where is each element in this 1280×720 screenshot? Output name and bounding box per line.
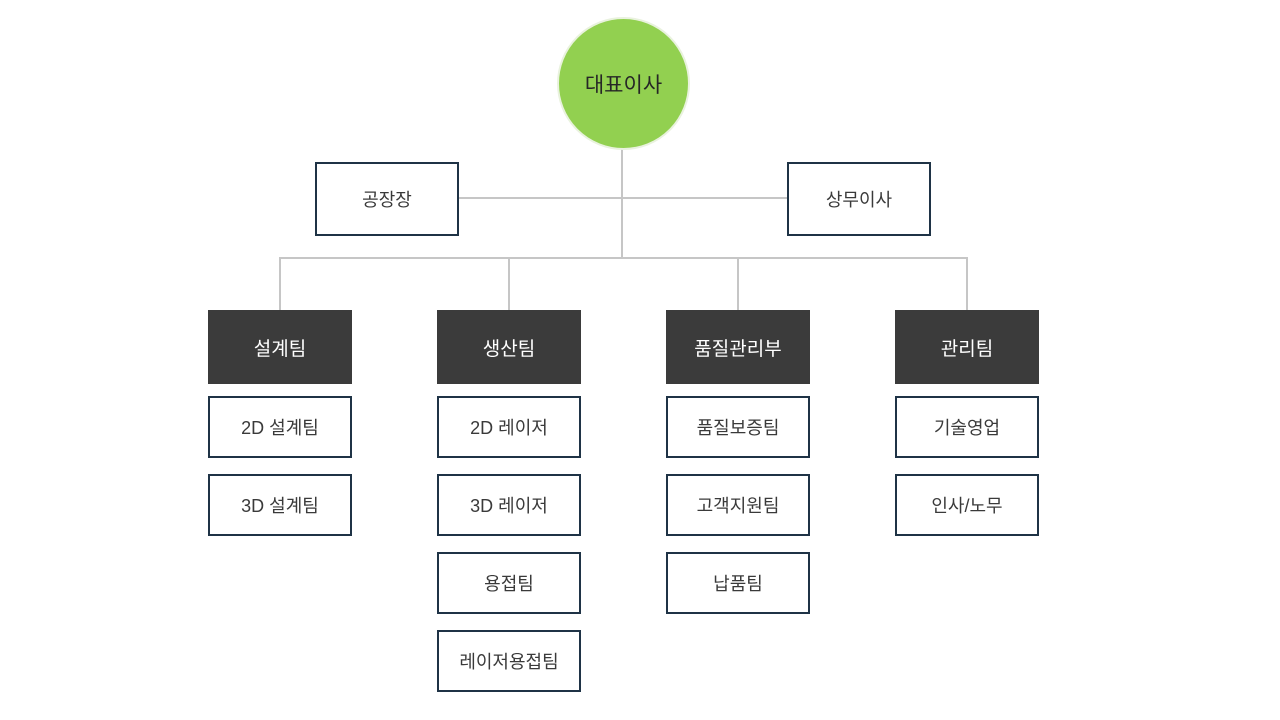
node-team-label: 고객지원팀 xyxy=(696,496,780,516)
node-team-3d-design: 3D 설계팀 xyxy=(208,474,352,536)
node-team-delivery: 납품팀 xyxy=(666,552,810,614)
node-team-label: 납품팀 xyxy=(713,574,763,594)
connector-bus xyxy=(279,257,968,259)
node-dept-design: 설계팀 xyxy=(208,310,352,384)
node-team-label: 기술영업 xyxy=(933,418,1001,438)
node-dept-management-label: 관리팀 xyxy=(940,338,994,360)
node-dept-production: 생산팀 xyxy=(437,310,581,384)
node-managing-director-label: 상무이사 xyxy=(825,190,893,210)
connector-drop-design xyxy=(279,257,281,311)
node-team-label: 3D 설계팀 xyxy=(241,496,319,516)
node-dept-production-label: 생산팀 xyxy=(482,338,536,360)
node-team-label: 2D 레이저 xyxy=(470,418,548,438)
node-team-3d-laser: 3D 레이저 xyxy=(437,474,581,536)
node-team-label: 2D 설계팀 xyxy=(241,418,319,438)
node-team-technical-sales: 기술영업 xyxy=(895,396,1039,458)
node-team-label: 품질보증팀 xyxy=(696,418,780,438)
connector-drop-quality xyxy=(737,257,739,311)
connector-ceo-drop xyxy=(621,148,623,258)
node-ceo-label: 대표이사 xyxy=(584,73,663,97)
connector-staff-bar xyxy=(458,197,788,199)
node-team-hr-labor: 인사/노무 xyxy=(895,474,1039,536)
node-team-laser-welding: 레이저용접팀 xyxy=(437,630,581,692)
node-team-customer-support: 고객지원팀 xyxy=(666,474,810,536)
node-team-label: 3D 레이저 xyxy=(470,496,548,516)
node-factory-manager: 공장장 xyxy=(315,162,459,236)
node-dept-design-label: 설계팀 xyxy=(253,338,307,360)
node-managing-director: 상무이사 xyxy=(787,162,931,236)
node-ceo: 대표이사 xyxy=(557,17,690,150)
node-dept-management: 관리팀 xyxy=(895,310,1039,384)
connector-drop-production xyxy=(508,257,510,311)
node-team-label: 레이저용접팀 xyxy=(459,652,559,672)
node-team-label: 인사/노무 xyxy=(931,496,1003,516)
node-factory-manager-label: 공장장 xyxy=(362,190,412,210)
node-team-welding: 용접팀 xyxy=(437,552,581,614)
node-team-label: 용접팀 xyxy=(484,574,534,594)
node-dept-quality-label: 품질관리부 xyxy=(694,338,782,360)
node-team-2d-laser: 2D 레이저 xyxy=(437,396,581,458)
connector-drop-management xyxy=(966,257,968,311)
node-team-2d-design: 2D 설계팀 xyxy=(208,396,352,458)
node-team-quality-assurance: 품질보증팀 xyxy=(666,396,810,458)
node-dept-quality: 품질관리부 xyxy=(666,310,810,384)
